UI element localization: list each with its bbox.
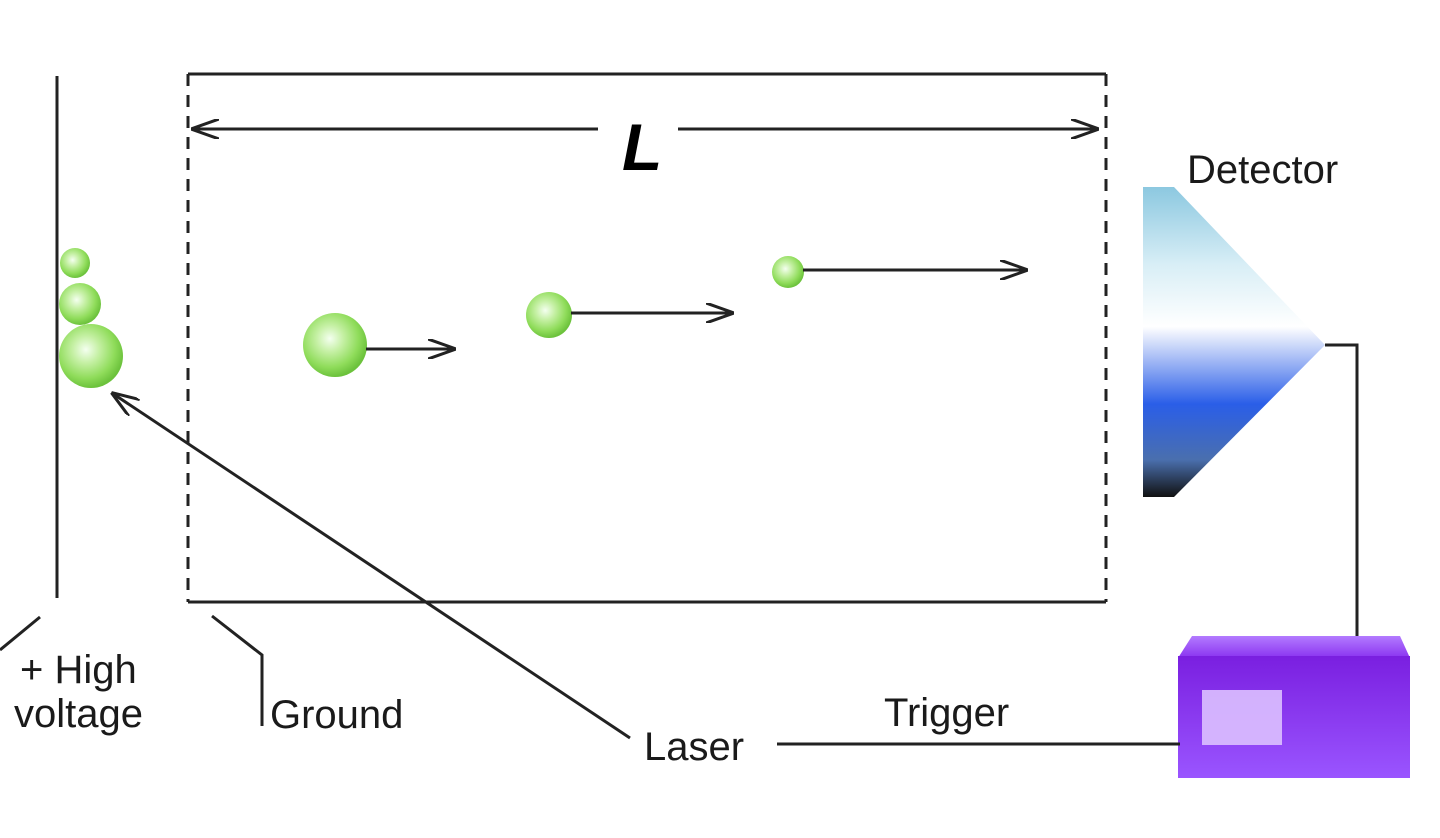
high-voltage-label-line2: voltage [14, 692, 143, 736]
trigger-label: Trigger [884, 691, 1009, 735]
detector: Detector [1143, 148, 1338, 497]
ion-cluster-source [59, 248, 123, 388]
detector-label: Detector [1187, 148, 1338, 192]
flying-ion-large [303, 313, 455, 377]
timing-electronics-box [1178, 636, 1410, 778]
high-voltage-leader [0, 615, 41, 652]
ion [60, 248, 90, 278]
ground-leader [211, 614, 264, 726]
length-dimension: L [192, 110, 1098, 184]
ground-label: Ground [270, 693, 403, 737]
laser-label: Laser [644, 725, 744, 769]
drift-region [186, 72, 1108, 604]
ion [526, 292, 572, 338]
ion [59, 324, 123, 388]
flying-ion-small [772, 256, 1027, 288]
flying-ion-medium [526, 292, 733, 338]
laser-beam [112, 393, 631, 740]
ion [772, 256, 804, 288]
box-panel [1202, 690, 1282, 745]
length-label: L [622, 110, 662, 184]
detector-signal-wire [1325, 343, 1359, 648]
ion [59, 283, 101, 325]
high-voltage-label-line1: + High [20, 648, 137, 692]
ion [303, 313, 367, 377]
